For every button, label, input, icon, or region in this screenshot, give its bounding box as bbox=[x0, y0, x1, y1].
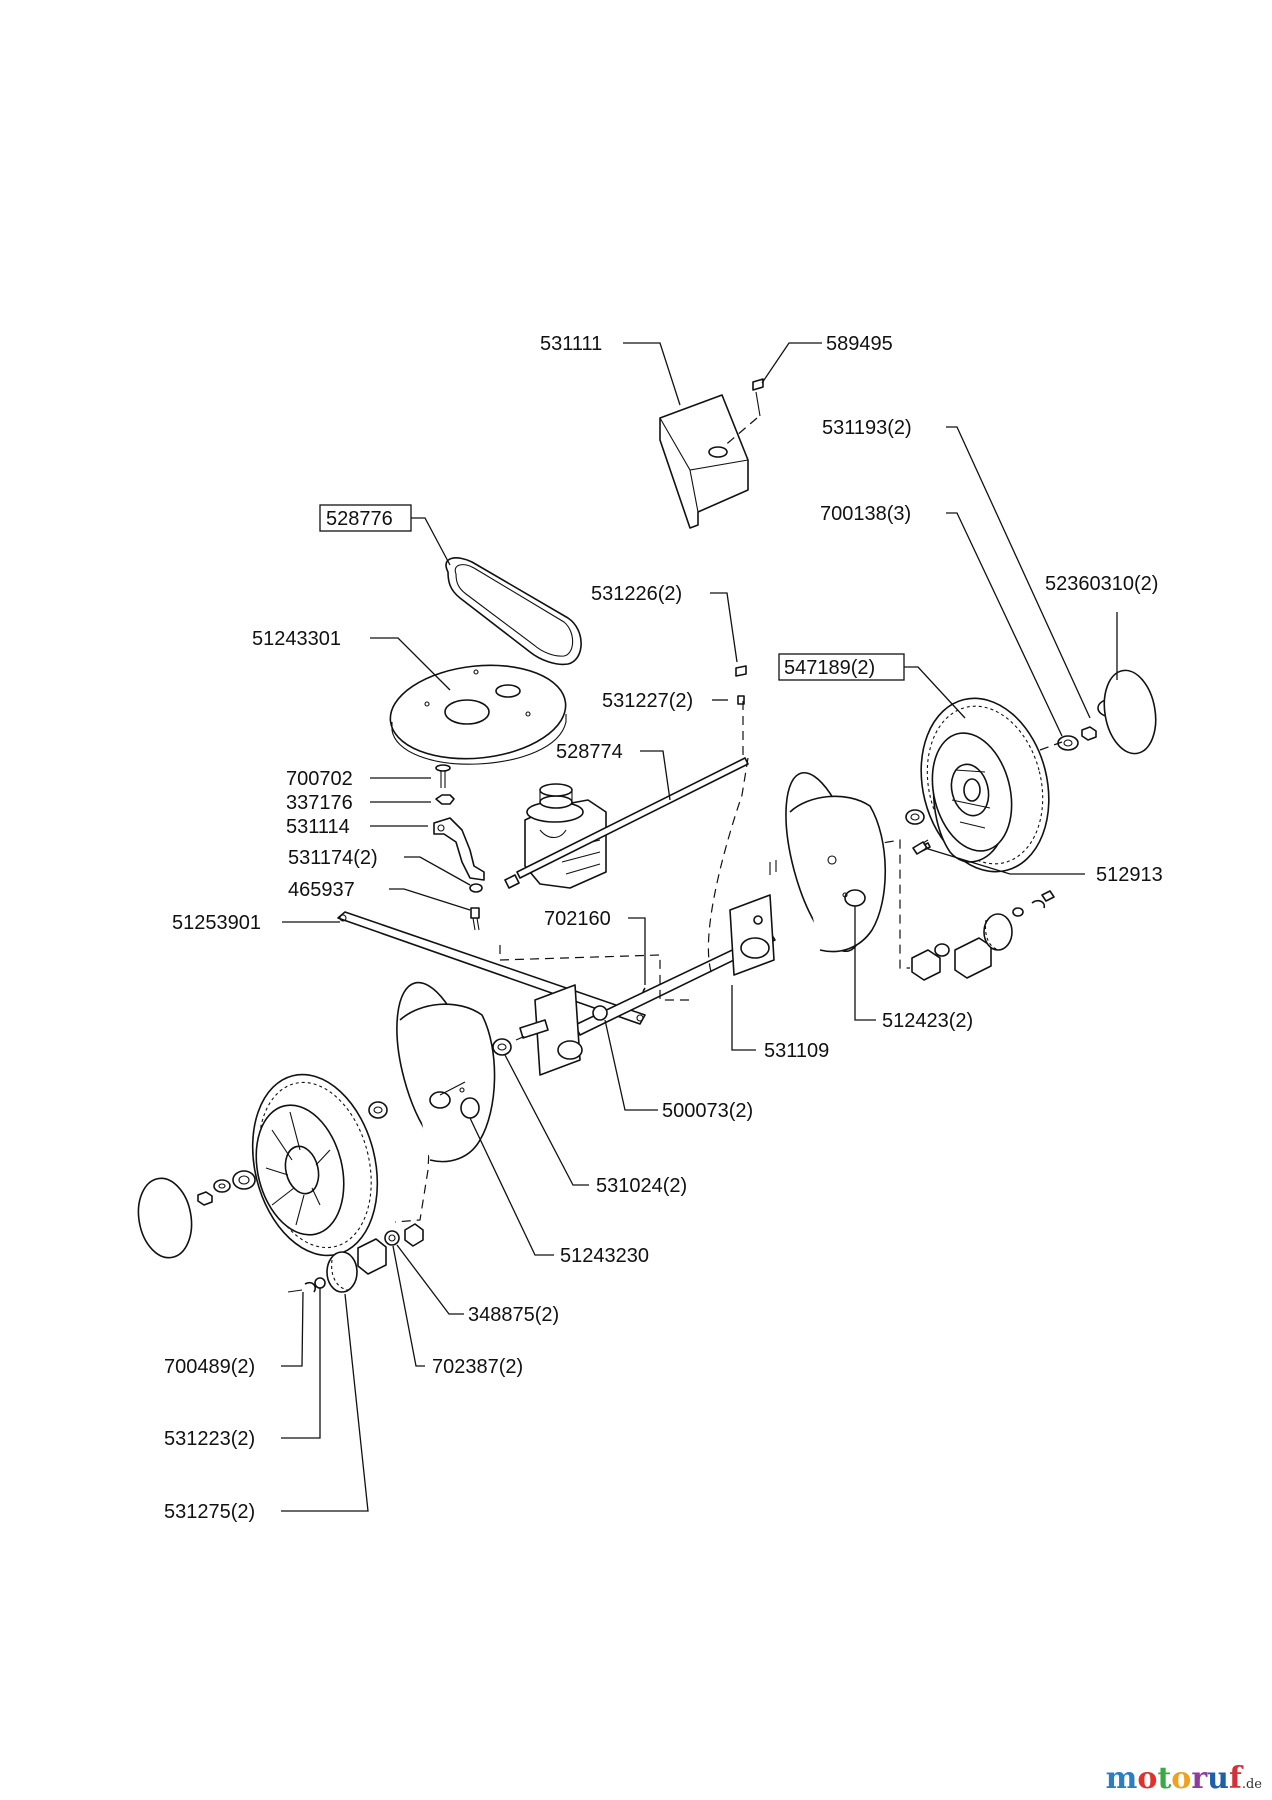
label-589495: 589495 bbox=[826, 333, 893, 355]
logo-letter: m bbox=[1105, 1761, 1138, 1796]
label-512423: 512423(2) bbox=[882, 1010, 973, 1032]
label-531227: 531227(2) bbox=[602, 690, 693, 712]
label-531114: 531114 bbox=[286, 816, 350, 838]
label-465937: 465937 bbox=[288, 879, 355, 901]
axle-bolt-drawing bbox=[912, 841, 928, 855]
label-51243230: 51243230 bbox=[560, 1245, 649, 1267]
axle-assembly-drawing bbox=[519, 860, 777, 1076]
bracket-cover-drawing bbox=[659, 394, 749, 529]
label-702160: 702160 bbox=[544, 908, 611, 930]
left-washer-drawing bbox=[492, 1033, 531, 1056]
label-700489: 700489(2) bbox=[164, 1356, 255, 1378]
right-hub-cover-drawing bbox=[785, 771, 887, 953]
part-labels: 531111 589495 531193(2) 528776 700138(3)… bbox=[164, 333, 1163, 1523]
label-547189: 547189(2) bbox=[784, 657, 875, 679]
box-547189 bbox=[778, 653, 905, 681]
logo-letter: t bbox=[1157, 1761, 1172, 1796]
label-531109: 531109 bbox=[764, 1040, 829, 1062]
label-528776: 528776 bbox=[326, 508, 393, 530]
label-531193: 531193(2) bbox=[822, 417, 912, 439]
label-52360310: 52360310(2) bbox=[1045, 573, 1158, 595]
label-512913: 512913 bbox=[1096, 864, 1163, 886]
label-531226: 531226(2) bbox=[591, 583, 682, 605]
label-500073: 500073(2) bbox=[662, 1100, 753, 1122]
washer-screw-drawing bbox=[469, 883, 483, 931]
left-hub-cover-drawing bbox=[396, 981, 496, 1163]
v-belt-drawing bbox=[445, 557, 582, 666]
logo-letter: u bbox=[1207, 1761, 1229, 1796]
logo-letter: f bbox=[1228, 1761, 1242, 1796]
label-700702: 700702 bbox=[286, 768, 353, 790]
lever-bracket-drawing bbox=[433, 817, 485, 881]
bolt-nut-drawing bbox=[435, 764, 455, 805]
label-531024: 531024(2) bbox=[596, 1175, 687, 1197]
logo-letter: r bbox=[1191, 1761, 1208, 1796]
left-wheel-drawing bbox=[251, 1073, 388, 1257]
label-531111: 531111 bbox=[540, 333, 602, 355]
label-702387: 702387(2) bbox=[432, 1356, 523, 1378]
screw-drawing bbox=[721, 378, 764, 449]
part-drawings bbox=[137, 378, 1157, 1293]
logo-wordmark: motoruf bbox=[1106, 1761, 1242, 1796]
label-51253901: 51253901 bbox=[172, 912, 261, 934]
label-700138: 700138(3) bbox=[820, 503, 911, 525]
logo-letter: o bbox=[1137, 1761, 1158, 1796]
label-51243301: 51243301 bbox=[252, 628, 341, 650]
brand-logo: motoruf.de bbox=[1106, 1761, 1262, 1796]
label-531275: 531275(2) bbox=[164, 1501, 255, 1523]
right-gear-set-drawing bbox=[911, 890, 1055, 981]
label-528774: 528774 bbox=[556, 741, 623, 763]
label-348875: 348875(2) bbox=[468, 1304, 559, 1326]
label-531174: 531174(2) bbox=[288, 847, 378, 869]
leader-lines bbox=[281, 342, 1118, 1512]
left-gear-set-drawing bbox=[287, 1223, 424, 1293]
logo-letter: o bbox=[1171, 1761, 1192, 1796]
left-cap-drawing bbox=[137, 1170, 256, 1259]
label-531223: 531223(2) bbox=[164, 1428, 255, 1450]
logo-suffix: .de bbox=[1241, 1777, 1262, 1792]
box-528776 bbox=[319, 504, 412, 532]
right-wheel-drawing bbox=[920, 697, 1050, 873]
label-337176: 337176 bbox=[286, 792, 353, 814]
clip-parts-drawing bbox=[735, 665, 747, 705]
gearbox-drawing bbox=[504, 757, 749, 889]
pulley-plate-drawing bbox=[389, 664, 567, 765]
label-boxes bbox=[319, 504, 905, 681]
